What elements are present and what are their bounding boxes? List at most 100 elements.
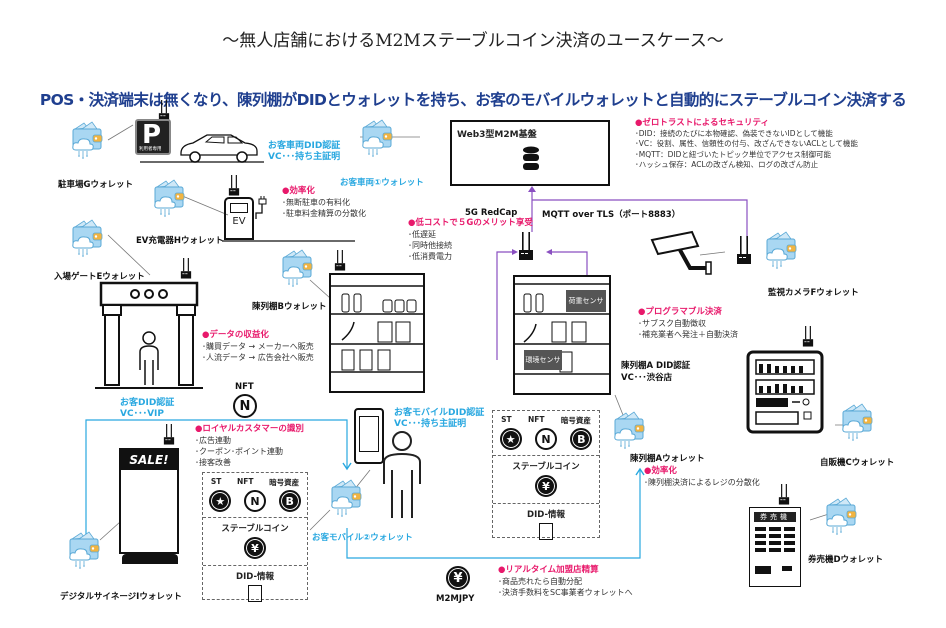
mobile-wallet-label: お客モバイル②ウォレット: [312, 533, 413, 543]
shelf-b-icon: [329, 273, 425, 393]
note-heading: ●ロイヤルカスタマーの識別: [195, 424, 304, 434]
note-heading: ●プログラマブル決済: [638, 307, 722, 317]
document-icon: [539, 523, 553, 540]
wallet-icon: [65, 530, 105, 570]
database-icon: [523, 146, 539, 170]
parking-sign: P 利用者専用: [135, 119, 171, 155]
note-item: ･クーポン･ポイント連動: [195, 447, 283, 456]
nft-title: NFT: [235, 382, 254, 392]
asset-label-crypto: 暗号資産: [560, 416, 591, 425]
car-icon: [180, 134, 258, 163]
note-item: ･無断駐車の有料化: [282, 198, 350, 207]
asset-label-st: ST: [501, 415, 512, 424]
asset-label-nft: NFT: [528, 415, 545, 424]
document-icon: [248, 585, 262, 602]
note-data-monetize: ●データの収益化 ･購買データ → メーカーへ販売 ･人流データ → 広告会社へ…: [202, 330, 314, 363]
page-title: ～無人店舗におけるM2Mステーブルコイン決済のユースケース～: [222, 31, 724, 51]
m2m-platform-box: Web3型M2M基盤: [450, 120, 610, 186]
m2mjpy-coin-icon: ¥: [446, 566, 470, 590]
entry-gate-icon: [95, 281, 203, 389]
note-item: ･商品売れたら自動分配: [498, 577, 582, 586]
note-loyal-customer: ●ロイヤルカスタマーの識別 ･広告連動 ･クーポン･ポイント連動 ･接客改善: [195, 424, 304, 468]
ev-label: EV: [232, 216, 246, 227]
wallet-contents-left: ST NFT 暗号資産 ★ N B ステーブルコイン ¥ DID-情報: [202, 472, 308, 602]
mobile-credential: お客モバイルDID認証 VC･･･持ち主証明: [394, 408, 484, 430]
parking-sign-sub: 利用者専用: [139, 147, 162, 152]
router-icon: [228, 175, 240, 197]
customer-credential: お客DID認証 VC･･･VIP: [120, 398, 174, 420]
signage-wallet-label: デジタルサイネージIウォレット: [60, 592, 182, 602]
wallet-icon: [278, 248, 318, 288]
wallet-icon: [68, 218, 108, 258]
note-low-cost-5g: ●低コストで５Gのメリット享受 ･低遅延 ･同時他接続 ･低消費電力: [408, 218, 533, 262]
note-item: ･購買データ → メーカーへ販売: [202, 342, 314, 351]
ticket-machine: 券売機: [749, 507, 801, 587]
did-info-label: DID-情報: [236, 572, 274, 582]
wallet-icon: [150, 178, 190, 218]
note-item: ･接客改善: [195, 458, 231, 467]
digital-signage: SALE!: [119, 448, 179, 554]
note-item: ･補充業者へ発注＋自動決済: [638, 330, 738, 339]
wallet-icon: [610, 410, 650, 450]
shelf-a-vc-label: VC･･･渋谷店: [621, 373, 673, 383]
did-info-label: DID-情報: [527, 510, 565, 520]
parking-wallet-label: 駐車場Gウォレット: [58, 180, 133, 190]
note-programmable: ●プログラマブル決済 ･サブスク自動徴収 ･補充業者へ発注＋自動決済: [638, 307, 738, 340]
shelf-a-credential: 陳列棚A DID認証 VC･･･渋谷店: [621, 360, 690, 384]
vending-machine-icon: [746, 350, 824, 434]
note-heading: ●リアルタイム加盟店精算: [498, 565, 599, 575]
asset-label-st: ST: [210, 477, 222, 486]
shelf-b-wallet-label: 陳列棚Bウォレット: [252, 302, 327, 312]
redcap-label: 5G RedCap: [465, 208, 518, 218]
yen-coin-icon: ¥: [535, 475, 557, 497]
note-item: ･決済手数料をSC事業者ウォレットへ: [498, 588, 633, 597]
router-icon: [518, 232, 534, 262]
wallet-icon: [358, 118, 398, 158]
nft-coin-icon: N: [233, 394, 257, 418]
security-camera-icon: [650, 230, 712, 275]
stablecoin-label: ステーブルコイン: [221, 524, 289, 534]
note-item: ･VC：役割、属性、信頼性の付与、改ざんできないACLとして機能: [635, 139, 858, 148]
mobile-did-label: お客モバイルDID認証: [394, 408, 485, 418]
note-item: ･陳列棚決済によるレジの分散化: [644, 478, 760, 487]
wallet-icon: [68, 120, 108, 160]
wallet-icon: [327, 478, 367, 518]
gate-wallet-label: 入場ゲートEウォレット: [54, 272, 145, 282]
note-item: ･広告連動: [195, 436, 231, 445]
camera-wallet-label: 監視カメラFウォレット: [768, 288, 859, 298]
note-heading: ●ゼロトラストによるセキュリティ: [635, 118, 769, 128]
ticket-wallet-label: 券売機Dウォレット: [808, 555, 884, 565]
parking-sign-letter: P: [142, 120, 162, 150]
car-credential: お客車両DID認証 VC･･･持ち主証明: [268, 141, 340, 163]
wallet-icon: [762, 230, 802, 270]
note-item: ･駐車料金精算の分散化: [282, 209, 366, 218]
mqtt-label: MQTT over TLS（ポート8883）: [542, 210, 681, 220]
env-sensor: 環境センサ: [524, 350, 562, 370]
note-item: ･低遅延: [408, 230, 436, 239]
nft-coin-icon: N: [534, 428, 557, 450]
wallet-icon: [838, 402, 878, 442]
plug-icon: [255, 196, 267, 219]
bitcoin-coin-icon: B: [278, 490, 301, 512]
asset-label-nft: NFT: [236, 477, 254, 486]
note-efficiency-parking: ●効率化 ･無断駐車の有料化 ･駐車料金精算の分散化: [282, 186, 366, 219]
wallet-contents-right: ST NFT 暗号資産 ★ N B ステーブルコイン ¥ DID-情報: [492, 410, 600, 540]
customer-did-label: お客DID認証: [120, 398, 175, 408]
ev-wallet-label: EV充電器Hウォレット: [136, 236, 224, 246]
car-vc-label: VC･･･持ち主証明: [268, 152, 341, 162]
ticket-machine-label: 券売機: [754, 512, 796, 522]
weight-sensor: 荷重センサ: [566, 290, 606, 312]
signage-stand: [122, 554, 178, 564]
signage-sale-text: SALE!: [121, 450, 177, 470]
star-coin-icon: ★: [209, 490, 232, 512]
vending-wallet-label: 自販機Cウォレット: [820, 458, 895, 468]
router-icon: [163, 424, 175, 446]
router-icon: [736, 236, 752, 266]
star-coin-icon: ★: [499, 428, 522, 450]
customer-vc-label: VC･･･VIP: [120, 409, 164, 419]
shelf-a-did-label: 陳列棚A DID認証: [621, 361, 691, 371]
note-heading: ●低コストで５Gのメリット享受: [408, 218, 533, 228]
car-wallet-label: お客車両①ウォレット: [340, 178, 424, 188]
ev-charger: EV: [224, 197, 254, 240]
router-icon: [802, 326, 814, 348]
